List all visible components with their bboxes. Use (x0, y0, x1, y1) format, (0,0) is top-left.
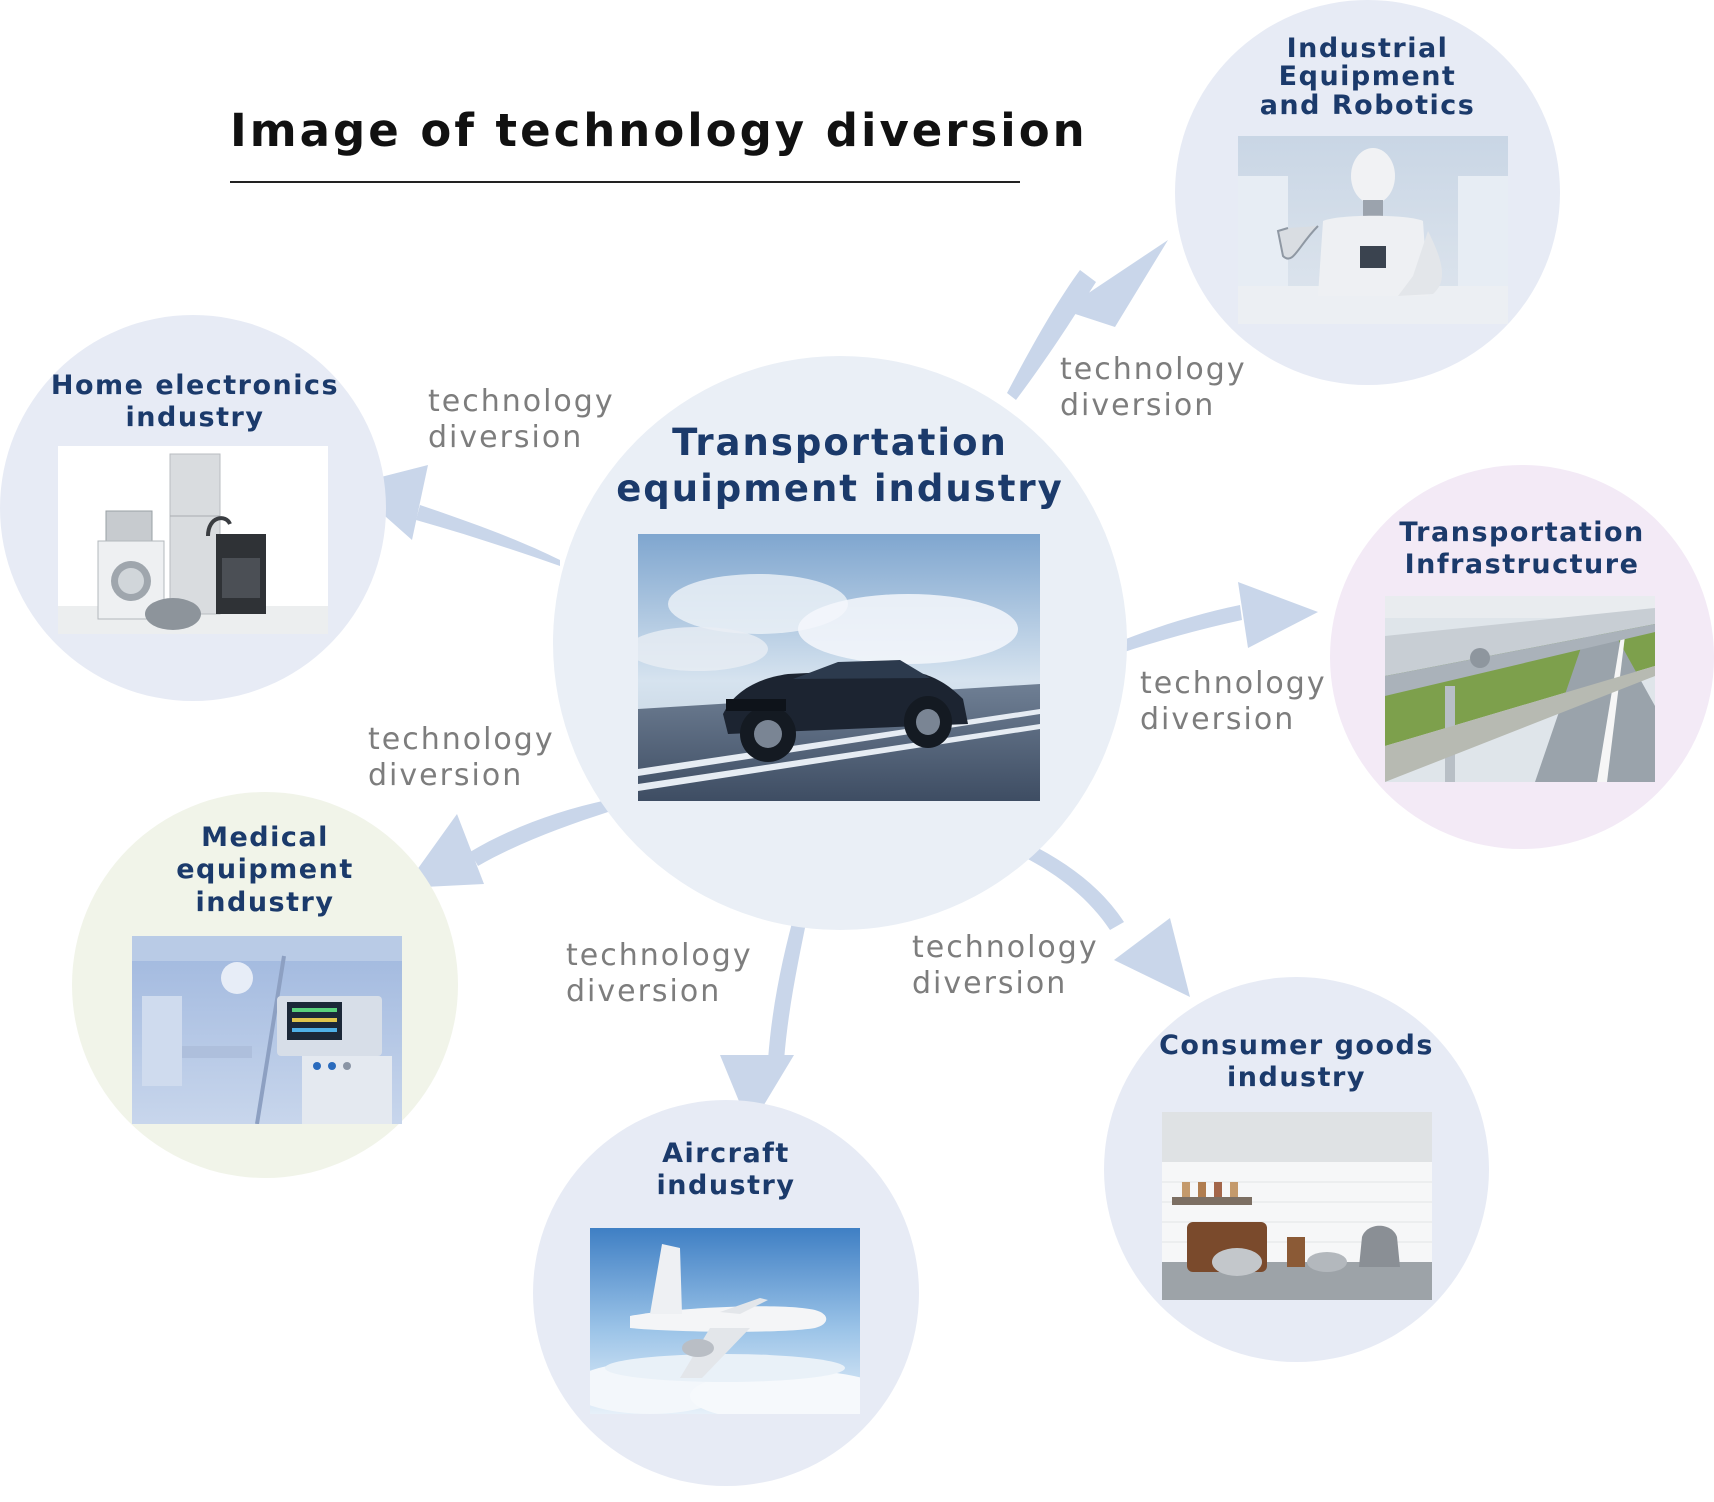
home-label: Home electronics industry (50, 370, 340, 434)
diversion-label-line1: technology (1060, 352, 1247, 387)
home-appliances-photo (58, 446, 328, 634)
humanoid-robot-photo (1238, 136, 1508, 324)
airplane-photo (590, 1228, 860, 1414)
infrastructure-label: Transportation Infrastructure (1399, 517, 1645, 581)
arrow-to-aircraft (720, 908, 808, 1128)
diversion-label-consumer: technology diversion (912, 930, 1099, 1002)
kitchen-goods-photo (1162, 1112, 1432, 1300)
diversion-label-line2: diversion (912, 966, 1068, 1001)
diversion-label-line2: diversion (428, 420, 584, 455)
diversion-label-robotics: technology diversion (1060, 352, 1247, 424)
diversion-label-line1: technology (368, 722, 555, 757)
arrow-to-robotics (1007, 240, 1168, 400)
diversion-label-medical: technology diversion (368, 722, 555, 794)
guardrail-road-photo (1385, 596, 1655, 782)
medical-label: Medical equipment industry (176, 822, 354, 918)
consumer-label: Consumer goods industry (1159, 1030, 1434, 1094)
arrow-to-infrastructure (1097, 582, 1318, 659)
diversion-label-line1: technology (428, 384, 615, 419)
car-on-road-photo (638, 534, 1040, 801)
diversion-label-line2: diversion (1060, 388, 1216, 423)
arrow-to-consumer (1020, 843, 1190, 997)
arrow-to-medical (404, 800, 608, 888)
robotics-label: Industrial Equipment and Robotics (1259, 33, 1476, 121)
center-label: Transportation equipment industry (616, 421, 1064, 510)
diversion-label-line2: diversion (368, 758, 524, 793)
diversion-label-home: technology diversion (428, 384, 615, 456)
title-underline (230, 181, 1020, 183)
diversion-label-infrastructure: technology diversion (1140, 666, 1327, 738)
diversion-label-line2: diversion (1140, 702, 1296, 737)
medical-ventilator-photo (132, 936, 402, 1124)
diversion-label-line1: technology (566, 938, 753, 973)
diversion-label-line1: technology (912, 930, 1099, 965)
page-title: Image of technology diversion (230, 104, 1088, 157)
diversion-label-line1: technology (1140, 666, 1327, 701)
aircraft-label: Aircraft industry (656, 1138, 796, 1202)
diversion-label-aircraft: technology diversion (566, 938, 753, 1010)
diversion-label-line2: diversion (566, 974, 722, 1009)
